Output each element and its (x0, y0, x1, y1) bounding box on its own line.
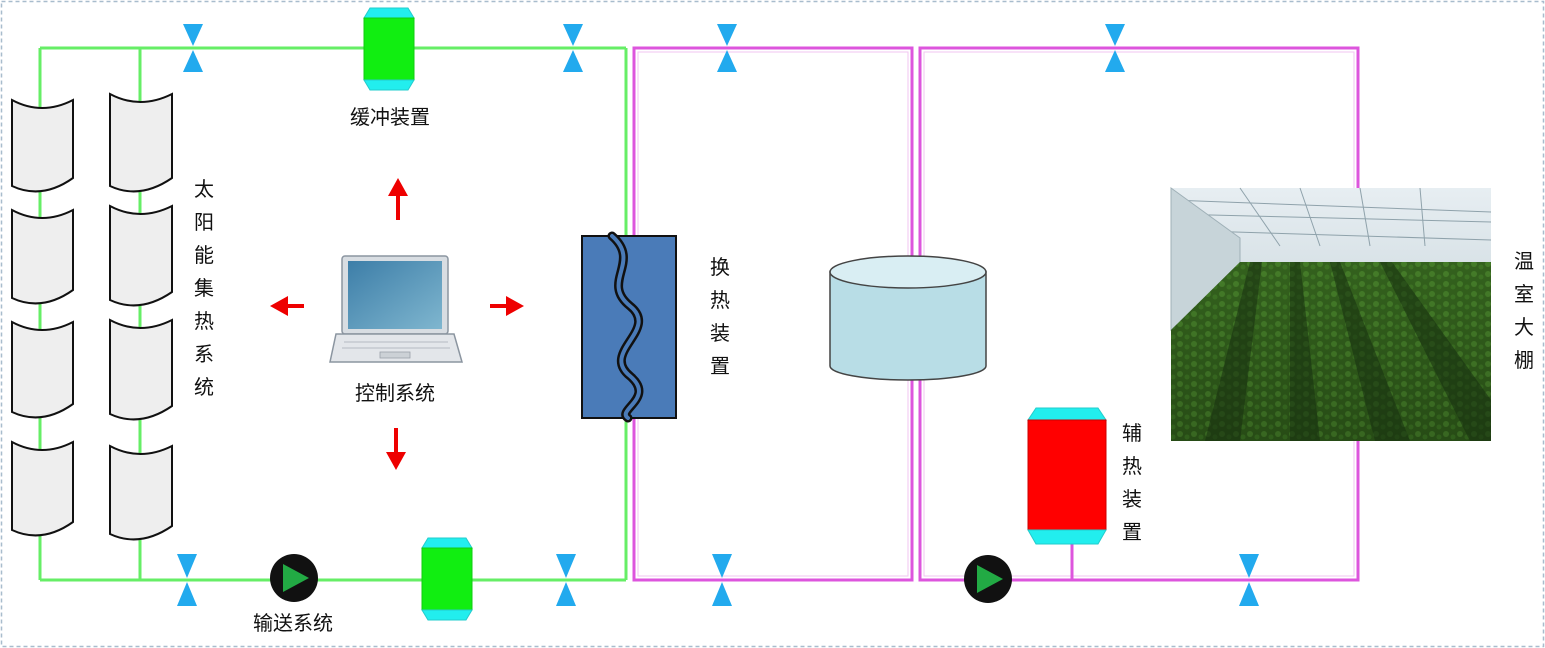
valve-icon (183, 24, 203, 72)
exchanger-label-char-1: 热 (710, 288, 730, 312)
solar-label-char-2: 能 (194, 243, 214, 267)
aux-label-char-3: 置 (1122, 520, 1142, 544)
valve-icon (712, 554, 732, 606)
storage-tank (829, 255, 987, 381)
aux-heater-device (1027, 407, 1107, 545)
solar-system-label: 太 阳 能 集 热 系 统 (194, 177, 214, 399)
valve-icons (177, 24, 1259, 606)
aux-label-char-0: 辅 (1122, 421, 1142, 445)
arrow-icon (270, 296, 304, 316)
exchanger-label-char-2: 装 (710, 321, 730, 345)
aux-label-char-2: 装 (1122, 487, 1142, 511)
valve-icon (177, 554, 197, 606)
buffer-device-top (363, 7, 415, 91)
control-system-label: 控制系统 (355, 381, 435, 405)
greenhouse-photo (1170, 187, 1492, 441)
arrow-icon (388, 178, 408, 220)
greenhouse-label-char-2: 大 (1514, 315, 1534, 339)
laptop-icon (329, 255, 463, 363)
valve-icon (556, 554, 576, 606)
arrow-icon (490, 296, 524, 316)
exchanger-label: 换 热 装 置 (710, 255, 730, 378)
greenhouse-label-char-0: 温 (1514, 249, 1534, 273)
greenhouse-label-char-1: 室 (1514, 282, 1534, 306)
valve-icon (717, 24, 737, 72)
valve-icon (1239, 554, 1259, 606)
buffer-device-bottom (421, 537, 473, 621)
solar-label-char-6: 统 (194, 375, 214, 399)
arrow-icon (386, 428, 406, 470)
valve-icon (563, 24, 583, 72)
exchanger-label-char-3: 置 (710, 354, 730, 378)
greenhouse-label: 温 室 大 棚 (1514, 249, 1534, 372)
solar-label-char-1: 阳 (194, 210, 214, 234)
solar-label-char-4: 热 (194, 309, 214, 333)
transport-system-label: 输送系统 (253, 611, 333, 635)
greenhouse-label-char-3: 棚 (1514, 348, 1534, 372)
pump-icon (964, 555, 1012, 603)
valve-icon (1105, 24, 1125, 72)
buffer-label-top: 缓冲装置 (350, 105, 430, 129)
solar-collector-array (11, 92, 173, 541)
pump-icon (270, 554, 318, 602)
aux-label-char-1: 热 (1122, 454, 1142, 478)
solar-label-char-3: 集 (194, 276, 214, 300)
solar-label-char-5: 系 (194, 342, 214, 366)
exchanger-label-char-0: 换 (710, 255, 730, 279)
aux-heater-label: 辅 热 装 置 (1122, 421, 1142, 544)
solar-label-char-0: 太 (194, 177, 214, 201)
heat-exchanger (581, 231, 677, 423)
